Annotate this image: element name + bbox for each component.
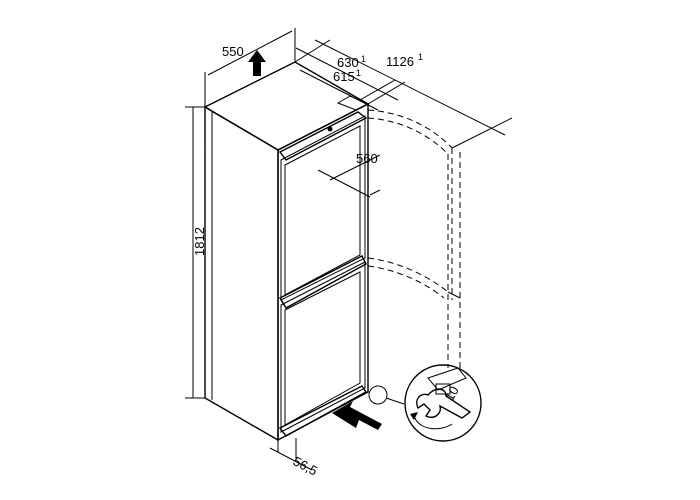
wrench-detail	[404, 364, 482, 442]
dim-1126-label: 1126	[386, 54, 414, 69]
dim-depth-group	[294, 39, 513, 149]
open-door-outline	[367, 109, 461, 372]
dim-56-5-label: 56,5	[291, 453, 320, 478]
lower-door	[278, 255, 368, 437]
upper-door-handle	[278, 111, 368, 161]
dim-56-5	[269, 438, 313, 471]
dim-1126-note: 1	[418, 52, 423, 62]
dim-1812-label: 1812	[192, 227, 207, 256]
dim-615-note: 1	[356, 68, 361, 78]
dim-560-label: 560	[356, 151, 378, 166]
dim-560	[317, 154, 381, 198]
arrow-up-icon	[248, 50, 266, 76]
dim-615-label: 615	[333, 69, 355, 84]
dim-550: 550	[204, 28, 296, 107]
dim-630-label: 630	[337, 55, 359, 70]
foot-marker	[368, 385, 388, 405]
upper-door	[278, 95, 370, 301]
dim-1812	[185, 106, 205, 399]
dim-630-note: 1	[361, 54, 366, 64]
arrow-left-icon	[332, 401, 382, 430]
bottom-handle	[278, 385, 368, 437]
control-knob	[327, 126, 333, 132]
middle-handle	[279, 255, 367, 309]
wrench-size-label: 10	[442, 383, 462, 403]
dim-550-label: 550	[222, 44, 244, 59]
